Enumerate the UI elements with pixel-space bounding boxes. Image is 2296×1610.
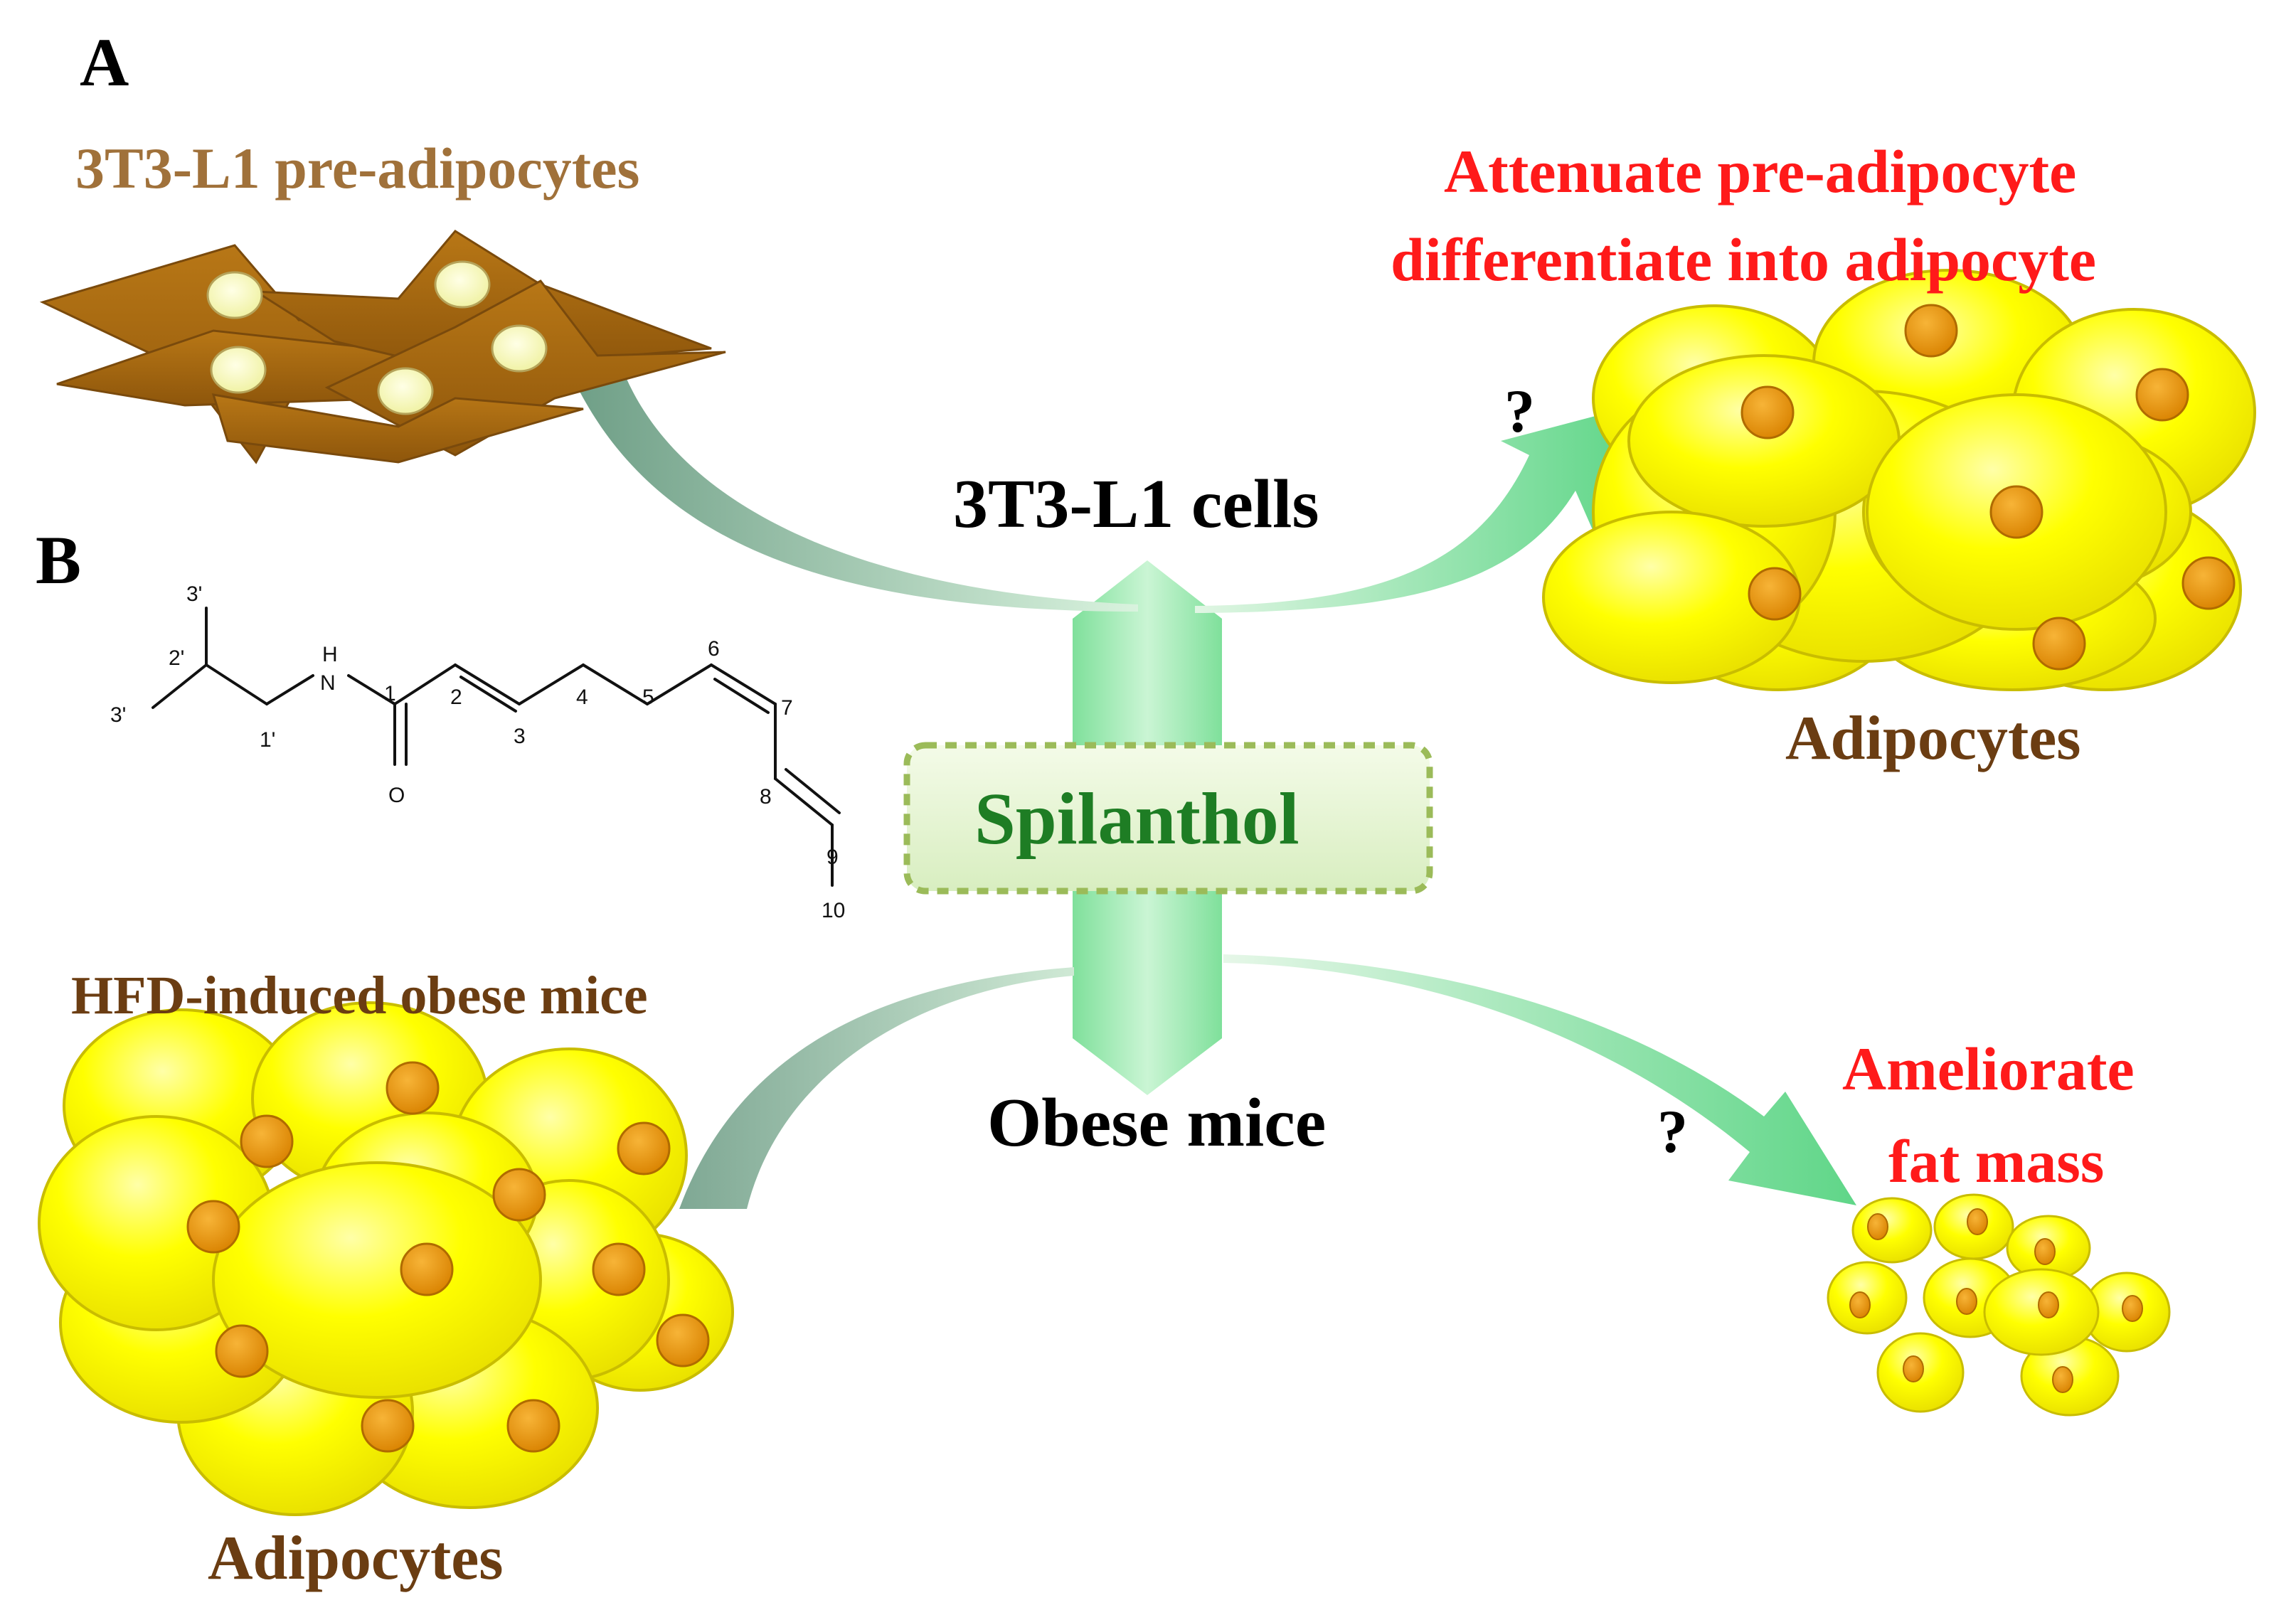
preadipocyte-cluster [39,230,726,464]
adipocyte-nuclei-b [186,1061,710,1453]
preadipocyte-nuclei [206,260,548,415]
preadipocytes-label: 3T3-L1 pre-adipocytes [75,136,640,201]
atom-label-c3p-left: 3' [110,703,126,727]
atom-label-c2p: 2' [169,646,184,670]
arrow-preadipocytes-to-center [569,359,1138,612]
atom-label-c9: 9 [827,846,839,869]
outcome-a-line1: Attenuate pre-adipocyte [1444,137,2077,206]
structure-labels: 3' 2' 3' H N 1' 1 O 2 3 4 5 6 7 8 9 10 [110,582,845,922]
question-mark-b: ? [1657,1097,1688,1166]
hfd-mice-label: HFD-induced obese mice [71,966,648,1025]
atom-label-c1p: 1' [260,728,275,752]
spilanthol-structure [152,607,841,887]
atom-label-o: O [388,784,405,807]
arrow-center-to-reduced-mass [1223,954,1856,1205]
atom-label-c8: 8 [760,785,772,809]
small-adipocyte-nuclei [1849,1208,2143,1393]
adipocytes-b-label: Adipocytes [208,1524,504,1593]
panel-label-a: A [80,24,129,100]
outcome-b-line2: fat mass [1888,1127,2105,1195]
arrow-center-to-adipocytes-a [1195,405,1636,613]
atom-label-n: N [320,671,336,695]
adipocyte-nuclei-a [1740,304,2236,671]
panel-label-b: B [36,522,82,598]
question-mark-a: ? [1504,377,1535,445]
atom-label-c3p-top: 3' [186,582,202,606]
atom-label-c6: 6 [708,637,720,661]
atom-label-c5: 5 [642,686,654,709]
atom-label-h: H [322,643,338,666]
adipocyte-cluster-a [1542,269,2256,691]
arrow-hfd-to-center [679,967,1074,1209]
atom-label-c2: 2 [450,686,462,709]
compound-label: Spilanthol [974,778,1300,860]
model-b-label: Obese mice [987,1084,1327,1161]
outcome-b-line1: Ameliorate [1842,1035,2135,1103]
adipocytes-a-label: Adipocytes [1785,704,2081,773]
adipocyte-cluster-b [38,1001,734,1516]
model-a-label: 3T3-L1 cells [953,466,1319,543]
atom-label-c4: 4 [576,686,588,709]
atom-label-c10: 10 [822,899,845,922]
atom-label-c1: 1 [384,682,396,705]
compound-box [903,742,1433,895]
atom-label-c7: 7 [781,696,793,720]
atom-label-c3: 3 [514,725,526,748]
outcome-a-line2: differentiate into adipocyte [1391,225,2097,294]
